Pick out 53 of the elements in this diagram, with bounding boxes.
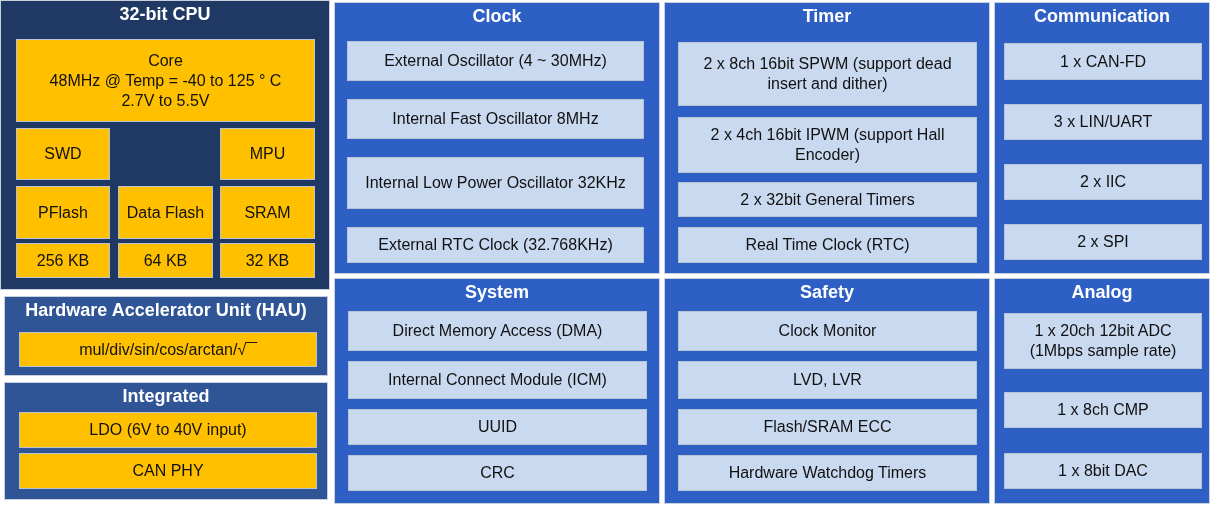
group-panel: [334, 2, 660, 274]
group-title: Timer: [801, 6, 853, 27]
feature-box: MPU: [220, 128, 315, 180]
group-panel: [994, 278, 1210, 504]
feature-box: External RTC Clock (32.768KHz): [347, 227, 644, 263]
feature-box: 1 x CAN-FD: [1004, 43, 1202, 80]
feature-box: Core 48MHz @ Temp = -40 to 125 ° C 2.7V to 5.5V: [16, 39, 315, 122]
feature-box: SRAM: [220, 186, 315, 239]
group-title: Safety: [799, 282, 855, 303]
feature-box: Internal Connect Module (ICM): [348, 361, 647, 399]
feature-box: 1 x 20ch 12bit ADC (1Mbps sample rate): [1004, 313, 1202, 369]
feature-box: 1 x 8bit DAC: [1004, 453, 1202, 489]
feature-box: 2 x IIC: [1004, 164, 1202, 200]
feature-box: Data Flash: [118, 186, 213, 239]
feature-box: 2 x SPI: [1004, 224, 1202, 260]
group-title: Clock: [471, 6, 523, 27]
feature-box: 32 KB: [220, 243, 315, 278]
group-panel: [0, 0, 330, 290]
group-panel: [664, 278, 990, 504]
feature-box: 1 x 8ch CMP: [1004, 392, 1202, 428]
group-title: 32-bit CPU: [118, 4, 212, 25]
feature-box: External Oscillator (4 ~ 30MHz): [347, 41, 644, 81]
feature-box: Internal Low Power Oscillator 32KHz: [347, 157, 644, 209]
feature-box: Hardware Watchdog Timers: [678, 455, 977, 491]
feature-box: Clock Monitor: [678, 311, 977, 351]
feature-box: LVD, LVR: [678, 361, 977, 399]
feature-box: Direct Memory Access (DMA): [348, 311, 647, 351]
feature-box: 2 x 8ch 16bit SPWM (support dead insert and dither): [678, 42, 977, 106]
feature-box: UUID: [348, 409, 647, 445]
feature-box: 2 x 32bit General Timers: [678, 182, 977, 217]
feature-box: 3 x LIN/UART: [1004, 104, 1202, 140]
feature-box: 256 KB: [16, 243, 110, 278]
group-panel: [334, 278, 660, 504]
feature-box: 64 KB: [118, 243, 213, 278]
feature-box: CAN PHY: [19, 453, 317, 489]
group-panel: [664, 2, 990, 274]
group-title: Hardware Accelerator Unit (HAU): [24, 300, 308, 321]
group-title: Analog: [1070, 282, 1134, 303]
feature-box: SWD: [16, 128, 110, 180]
feature-box: mul/div/sin/cos/arctan/√‾‾: [19, 332, 317, 367]
group-panel: [994, 2, 1210, 274]
group-title: System: [463, 282, 530, 303]
feature-box: CRC: [348, 455, 647, 491]
feature-box: Internal Fast Oscillator 8MHz: [347, 99, 644, 139]
feature-box: Flash/SRAM ECC: [678, 409, 977, 445]
group-panel: [4, 296, 328, 376]
feature-box: LDO (6V to 40V input): [19, 412, 317, 448]
feature-box: PFlash: [16, 186, 110, 239]
group-title: Communication: [1033, 6, 1171, 27]
group-title: Integrated: [121, 386, 211, 407]
group-panel: [4, 382, 328, 500]
feature-box: Real Time Clock (RTC): [678, 227, 977, 263]
feature-box: 2 x 4ch 16bit IPWM (support Hall Encoder): [678, 117, 977, 173]
